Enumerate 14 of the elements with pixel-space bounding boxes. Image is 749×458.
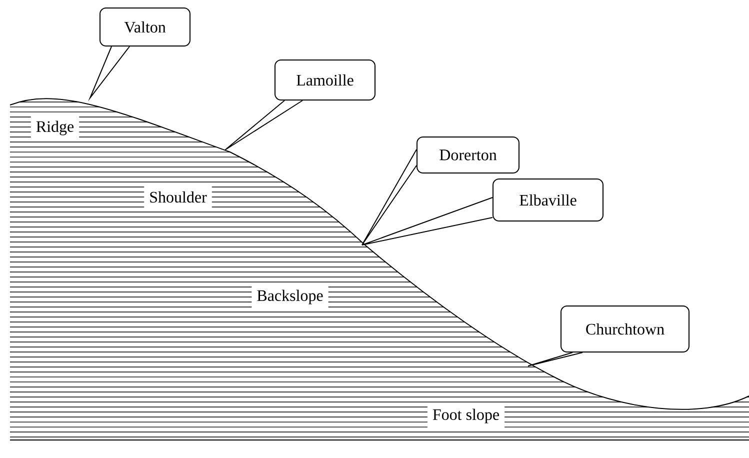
callout-tail <box>88 46 130 102</box>
callout-tail <box>224 100 303 150</box>
callout-bubble: Elbaville <box>492 178 604 222</box>
region-label: Shoulder <box>144 186 212 208</box>
callout-tail <box>528 352 583 366</box>
callout-bubble: Churchtown <box>560 306 690 352</box>
callout-tail <box>362 197 493 246</box>
region-label: Foot slope <box>427 404 505 428</box>
region-label: Backslope <box>252 284 328 310</box>
callout-tail <box>362 149 417 246</box>
callout-bubble: Dorerton <box>416 136 520 174</box>
callout-bubble: Valton <box>100 8 190 46</box>
region-label: Ridge <box>30 116 80 140</box>
callout-bubble: Lamoille <box>274 60 376 100</box>
